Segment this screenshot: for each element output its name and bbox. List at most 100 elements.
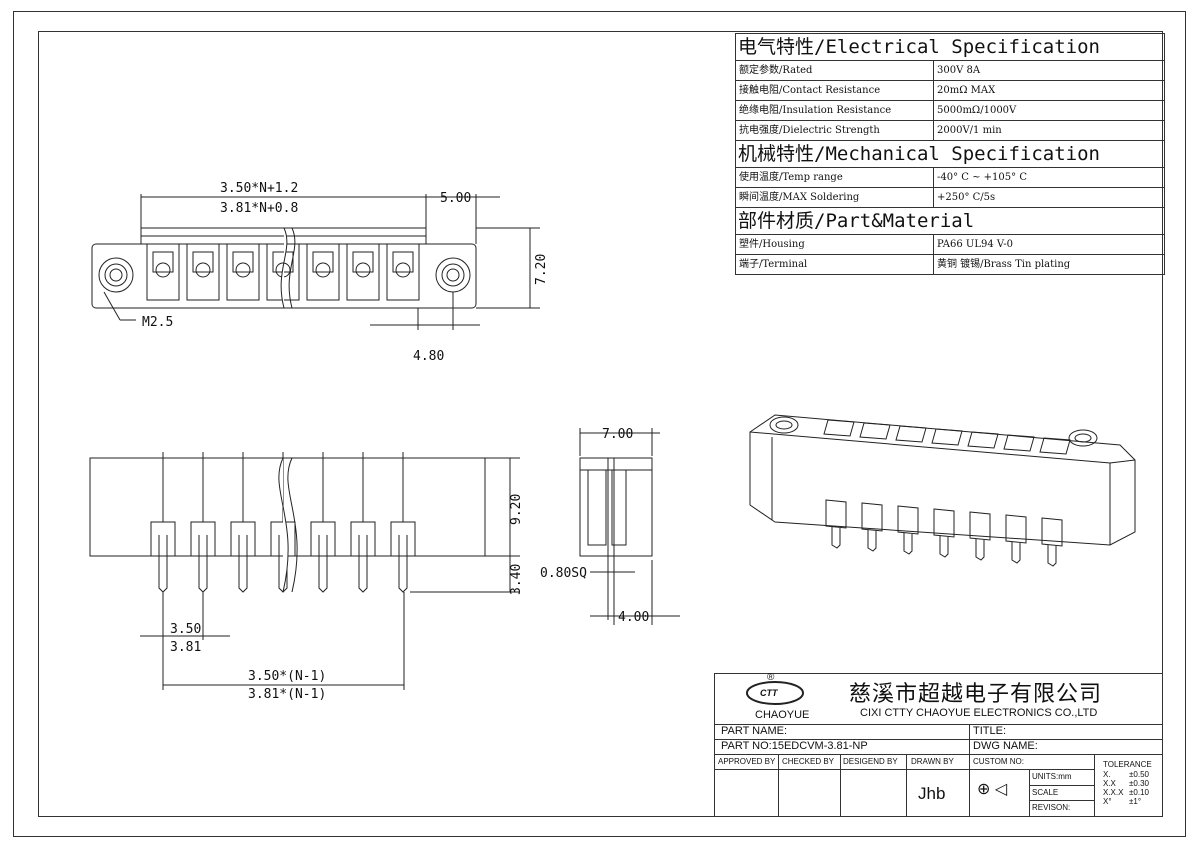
dim-body-height: 9.20 xyxy=(509,494,524,525)
dwg-name-label: DWG NAME: xyxy=(973,740,1038,752)
iso-pin xyxy=(867,530,877,552)
company-name-cn: 慈溪市超越电子有限公司 xyxy=(849,681,1103,706)
electrical-row-value: 5000mΩ/1000V xyxy=(937,105,1017,116)
contact-cell xyxy=(386,244,420,301)
screw-hole-right xyxy=(435,257,471,293)
material-row-value: 黄铜 镀锡/Brass Tin plating xyxy=(937,259,1071,270)
mechanical-row: 瞬间温度/MAX Soldering+250° C/5s xyxy=(736,188,1164,208)
dim-pitch-381: 3.81*N+0.8 xyxy=(220,201,298,216)
material-row-value: PA66 UL94 V-0 xyxy=(937,239,1013,250)
dim-height: 7.20 xyxy=(534,254,549,285)
units-label: UNITS:mm xyxy=(1032,772,1072,781)
iso-pin xyxy=(831,527,841,549)
electrical-row-label: 绝缘电阻/Insulation Resistance xyxy=(736,101,934,120)
pin xyxy=(390,452,416,593)
dim-side-width: 7.00 xyxy=(602,427,633,442)
logo-text: CHAOYUE xyxy=(755,709,810,721)
pin xyxy=(310,452,336,593)
iso-slot xyxy=(1039,437,1071,455)
specification-table: 电气特性/Electrical Specification 额定参数/Rated… xyxy=(735,33,1165,275)
approved-by-label: APPROVED BY xyxy=(718,757,776,766)
designed-by-label: DESIGEND BY xyxy=(843,757,898,766)
tolerance-item: X°±1° xyxy=(1103,797,1149,806)
mechanical-heading: 机械特性/Mechanical Specification xyxy=(736,141,1164,168)
dim-pin-length: 3.40 xyxy=(509,564,524,595)
mechanical-row-label: 使用温度/Temp range xyxy=(736,168,934,187)
iso-pin xyxy=(1047,545,1057,567)
revision-label: REVISON: xyxy=(1032,803,1071,812)
electrical-row-label: 抗电强度/Dielectric Strength xyxy=(736,121,934,140)
title-block: ® CTT CHAOYUE 慈溪市超越电子有限公司 CIXI CTTY CHAO… xyxy=(714,672,1163,817)
tolerance-key: X.X xyxy=(1103,779,1116,788)
iso-pin xyxy=(903,533,913,555)
tolerance-key: X° xyxy=(1103,797,1112,806)
drawn-by-label: DRAWN BY xyxy=(911,757,954,766)
drawing-frame xyxy=(38,31,1163,817)
iso-pin xyxy=(939,536,949,558)
mechanical-row-label: 瞬间温度/MAX Soldering xyxy=(736,188,934,207)
drawn-by-value: Jhb xyxy=(918,784,946,803)
screw-hole-left xyxy=(98,257,134,293)
tolerance-key: X. xyxy=(1103,770,1111,779)
contact-cell xyxy=(226,244,260,301)
dim-end-offset: 5.00 xyxy=(440,191,471,206)
iso-slot xyxy=(859,422,891,440)
front-view xyxy=(89,452,520,690)
material-heading: 部件材质/Part&Material xyxy=(736,208,1164,235)
logo-registered: ® xyxy=(767,672,775,683)
iso-pin-block xyxy=(897,505,919,535)
dim-pitch-b: 3.81 xyxy=(170,640,201,655)
tolerance-value: ±0.30 xyxy=(1129,779,1149,788)
electrical-row-value: 20mΩ MAX xyxy=(937,85,996,96)
tolerance-item: X. ±0.50 xyxy=(1103,770,1149,779)
iso-pin-block xyxy=(861,502,883,532)
tolerance-value: ±0.50 xyxy=(1129,770,1149,779)
tolerance-item: X.X.X ±0.10 xyxy=(1103,788,1149,797)
iso-pin xyxy=(1011,542,1021,564)
electrical-heading: 电气特性/Electrical Specification xyxy=(736,33,1164,61)
isometric-view xyxy=(749,414,1136,567)
iso-pin-block xyxy=(1041,517,1063,547)
tolerance-heading: TOLERANCE xyxy=(1103,760,1152,769)
iso-slot xyxy=(967,431,999,449)
logo-oval xyxy=(746,681,804,705)
dim-pin-offset: 4.00 xyxy=(618,610,649,625)
pin xyxy=(190,452,216,593)
dim-span-a: 3.50*(N-1) xyxy=(248,669,326,684)
logo-mark: CTT xyxy=(760,688,778,698)
part-no-label: PART NO:15EDCVM-3.81-NP xyxy=(721,740,868,752)
iso-slot xyxy=(931,428,963,446)
electrical-row-label: 额定参数/Rated xyxy=(736,61,934,80)
electrical-row-value: 300V 8A xyxy=(937,65,981,76)
mechanical-row-value: -40° C ~ +105° C xyxy=(937,172,1027,183)
tolerance-value: ±0.10 xyxy=(1129,788,1149,797)
iso-pin-block xyxy=(969,511,991,541)
dim-pitch-350: 3.50*N+1.2 xyxy=(220,181,298,196)
iso-slot xyxy=(895,425,927,443)
custom-no-label: CUSTOM NO: xyxy=(973,757,1024,766)
iso-pin xyxy=(975,539,985,561)
iso-pin-block xyxy=(1005,514,1027,544)
company-name-en: CIXI CTTY CHAOYUE ELECTRONICS CO.,LTD xyxy=(860,707,1098,719)
iso-slot xyxy=(1003,434,1035,452)
side-view xyxy=(579,428,680,625)
material-row-label: 塑件/Housing xyxy=(736,235,934,254)
mechanical-row-value: +250° C/5s xyxy=(937,192,996,203)
dim-screw: M2.5 xyxy=(142,315,173,330)
pin xyxy=(230,452,256,593)
tolerance-key: X.X.X xyxy=(1103,788,1124,797)
dim-pin-square: 0.80SQ xyxy=(540,566,587,581)
part-name-label: PART NAME: xyxy=(721,725,788,737)
dim-span-b: 3.81*(N-1) xyxy=(248,687,326,702)
pin xyxy=(350,452,376,593)
material-row-label: 端子/Terminal xyxy=(736,255,934,274)
mechanical-row: 使用温度/Temp range-40° C ~ +105° C xyxy=(736,168,1164,188)
